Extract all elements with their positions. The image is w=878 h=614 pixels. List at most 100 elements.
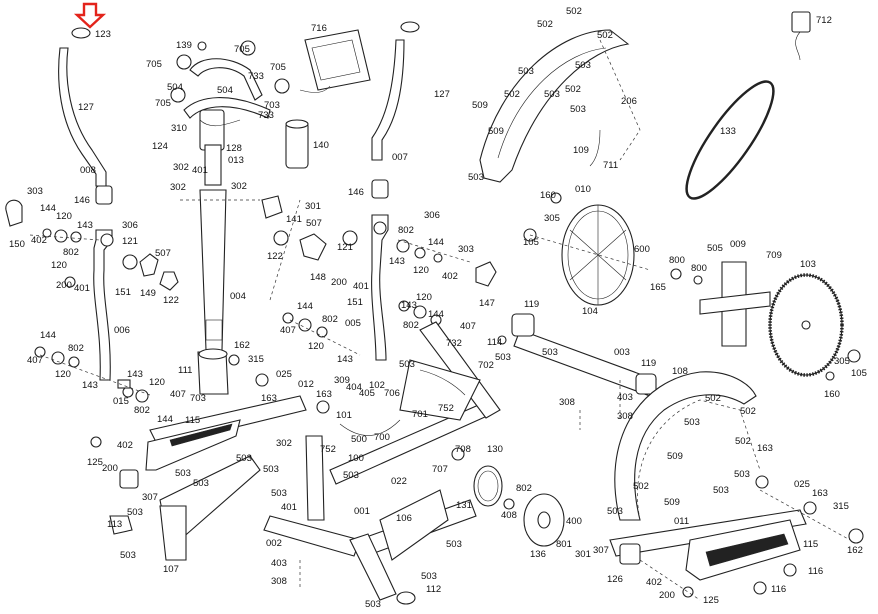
part-label-120: 120 — [413, 265, 429, 276]
part-label-305: 305 — [544, 213, 560, 224]
part-label-705: 705 — [155, 98, 171, 109]
part-label-146: 146 — [348, 187, 364, 198]
pulse-handlebars — [170, 40, 290, 127]
part-label-503: 503 — [120, 550, 136, 561]
part-label-125: 125 — [703, 595, 719, 606]
part-label-151: 151 — [115, 287, 131, 298]
part-label-509: 509 — [667, 451, 683, 462]
part-label-503: 503 — [734, 469, 750, 480]
part-label-119: 119 — [524, 299, 539, 310]
part-label-503: 503 — [544, 89, 560, 100]
part-label-705: 705 — [146, 59, 162, 70]
part-label-120: 120 — [308, 341, 324, 352]
part-label-133: 133 — [720, 126, 736, 137]
part-label-122: 122 — [267, 251, 283, 262]
part-label-503: 503 — [193, 478, 209, 489]
part-label-503: 503 — [575, 60, 591, 71]
part-label-112: 112 — [426, 584, 441, 595]
part-label-163: 163 — [757, 443, 773, 454]
part-label-503: 503 — [399, 359, 415, 370]
part-label-102: 102 — [369, 380, 385, 391]
part-label-108: 108 — [672, 366, 688, 377]
part-label-306: 306 — [424, 210, 440, 221]
part-label-124: 124 — [152, 141, 168, 152]
highlight-arrow-icon — [73, 2, 107, 29]
part-label-105: 105 — [523, 237, 539, 248]
part-label-503: 503 — [365, 599, 381, 610]
right-shroud — [609, 371, 864, 598]
part-label-503: 503 — [271, 488, 287, 499]
part-label-301: 301 — [305, 201, 321, 212]
part-label-200: 200 — [331, 277, 347, 288]
part-label-165: 165 — [650, 282, 666, 293]
part-label-302: 302 — [231, 181, 247, 192]
part-label-505: 505 — [707, 243, 723, 254]
part-label-401: 401 — [74, 283, 90, 294]
left-hardware — [5, 199, 179, 403]
part-label-140: 140 — [313, 140, 329, 151]
part-label-160: 160 — [824, 389, 840, 400]
part-label-163: 163 — [261, 393, 277, 404]
part-label-315: 315 — [248, 354, 264, 365]
part-label-002: 002 — [266, 538, 282, 549]
part-label-509: 509 — [664, 497, 680, 508]
part-label-200: 200 — [659, 590, 675, 601]
part-label-507: 507 — [155, 248, 171, 259]
part-label-162: 162 — [847, 545, 863, 556]
part-label-123: 123 — [95, 29, 111, 40]
part-label-022: 022 — [391, 476, 407, 487]
part-label-800: 800 — [669, 255, 685, 266]
part-label-733: 733 — [258, 110, 274, 121]
part-label-013: 013 — [228, 155, 244, 166]
part-label-149: 149 — [140, 288, 156, 299]
part-label-701: 701 — [412, 409, 428, 420]
crank-axle — [497, 313, 657, 397]
part-label-015: 015 — [113, 396, 129, 407]
part-label-128: 128 — [226, 143, 242, 154]
part-label-122: 122 — [163, 295, 179, 306]
part-label-302: 302 — [173, 162, 189, 173]
part-label-121: 121 — [337, 242, 353, 253]
part-label-802: 802 — [63, 247, 79, 258]
part-label-144: 144 — [40, 330, 56, 341]
center-mast — [197, 109, 309, 395]
part-label-163: 163 — [812, 488, 828, 499]
part-label-733: 733 — [248, 71, 264, 82]
part-label-162: 162 — [234, 340, 250, 351]
part-label-116: 116 — [808, 566, 823, 577]
part-label-502: 502 — [740, 406, 756, 417]
part-label-003: 003 — [614, 347, 630, 358]
part-label-802: 802 — [134, 405, 150, 416]
part-label-802: 802 — [403, 320, 419, 331]
part-label-125: 125 — [87, 457, 103, 468]
part-label-144: 144 — [428, 237, 444, 248]
left-lower-arm — [93, 185, 114, 381]
part-label-402: 402 — [442, 271, 458, 282]
part-label-407: 407 — [460, 321, 476, 332]
part-label-503: 503 — [421, 571, 437, 582]
part-label-504: 504 — [217, 85, 233, 96]
part-label-101: 101 — [336, 410, 352, 421]
part-label-708: 708 — [455, 444, 471, 455]
part-label-503: 503 — [495, 352, 511, 363]
part-label-310: 310 — [171, 123, 187, 134]
part-label-007: 007 — [392, 152, 408, 163]
part-label-503: 503 — [127, 507, 143, 518]
part-label-502: 502 — [504, 89, 520, 100]
part-label-503: 503 — [607, 506, 623, 517]
part-label-115: 115 — [803, 539, 818, 550]
part-label-401: 401 — [353, 281, 369, 292]
part-label-206: 206 — [621, 96, 637, 107]
part-label-503: 503 — [684, 417, 700, 428]
part-label-707: 707 — [432, 464, 448, 475]
part-label-001: 001 — [354, 506, 370, 517]
part-label-700: 700 — [374, 432, 390, 443]
part-label-109: 109 — [573, 145, 589, 156]
part-label-600: 600 — [634, 244, 650, 255]
part-label-705: 705 — [270, 62, 286, 73]
part-label-120: 120 — [416, 292, 432, 303]
part-label-009: 009 — [730, 239, 746, 250]
part-label-306: 306 — [122, 220, 138, 231]
part-label-127: 127 — [78, 102, 94, 113]
part-label-148: 148 — [310, 272, 326, 283]
